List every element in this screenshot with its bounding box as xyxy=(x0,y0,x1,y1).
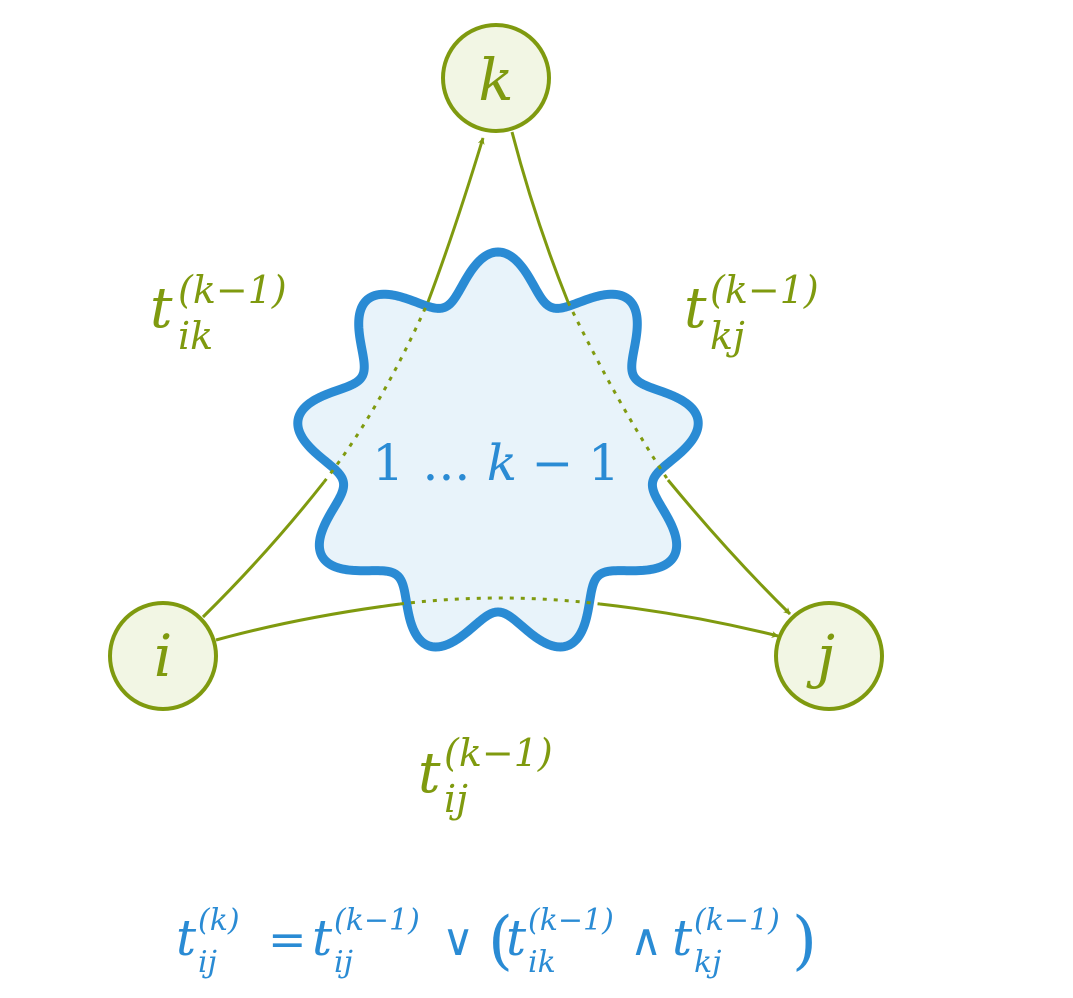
blob-label-one: 1 xyxy=(372,434,404,492)
node-i: i xyxy=(108,601,218,711)
formula-t1-sup: (k−1) xyxy=(334,903,420,938)
formula-lhs-sub: ij xyxy=(198,945,217,980)
edge-label-ik-base: t xyxy=(150,276,173,341)
formula-t2-sub: ik xyxy=(528,945,556,980)
node-j: j xyxy=(774,601,884,711)
formula-rparen: ) xyxy=(792,904,817,978)
blob-label-minus: − xyxy=(532,434,574,492)
edge-label-ik-sub: ik xyxy=(178,314,213,358)
formula-t1-base: t xyxy=(312,909,333,967)
edge-label-ij: t (k−1) ij xyxy=(418,731,553,821)
formula-lhs-base: t xyxy=(176,909,197,967)
recurrence-formula: t (k) ij = t (k−1) ij ∨ ( t (k−1) ik ∧ t… xyxy=(176,903,817,980)
blob-label-k: k xyxy=(487,434,517,492)
node-k-label: k xyxy=(478,46,513,114)
edge-i-to-j-right xyxy=(599,602,779,638)
edge-i-to-k-dotted xyxy=(322,301,430,483)
formula-t2-base: t xyxy=(506,909,527,967)
formula-equals: = xyxy=(268,912,307,966)
blob-label: 1 ... k − 1 xyxy=(372,434,620,492)
edge-label-ij-base: t xyxy=(418,741,441,806)
formula-or: ∨ xyxy=(442,915,474,966)
blob-label-dots: ... xyxy=(423,434,471,492)
edge-label-ij-sup: (k−1) xyxy=(444,731,553,775)
edge-label-kj-sub: kj xyxy=(710,314,745,358)
formula-t2-sup: (k−1) xyxy=(528,903,614,938)
edge-label-ik: t (k−1) ik xyxy=(150,268,287,358)
edge-label-kj-base: t xyxy=(684,276,707,341)
edge-label-ik-sup: (k−1) xyxy=(178,268,287,312)
edge-k-to-j-lower xyxy=(666,479,792,616)
node-k: k xyxy=(441,23,551,133)
edge-label-kj: t (k−1) kj xyxy=(684,268,819,358)
formula-t3-sub: kj xyxy=(694,945,721,980)
edge-k-to-j-upper xyxy=(510,131,570,303)
blob-label-one2: 1 xyxy=(588,434,620,492)
edge-i-to-k-lower xyxy=(201,481,326,619)
edge-i-to-j-left xyxy=(215,602,401,642)
formula-lparen: ( xyxy=(488,904,513,978)
formula-t3-sup: (k−1) xyxy=(694,903,780,938)
formula-t1-sub: ij xyxy=(334,945,353,980)
formula-lhs-sup: (k) xyxy=(198,903,240,938)
intermediate-vertices-region xyxy=(293,247,703,652)
edge-i-to-j-dotted xyxy=(399,596,601,606)
edge-label-kj-sup: (k−1) xyxy=(710,268,819,312)
edge-i-to-k-upper xyxy=(426,137,485,303)
formula-and: ∧ xyxy=(630,915,662,966)
edge-label-ij-sub: ij xyxy=(444,777,468,821)
node-i-label: i xyxy=(154,622,173,690)
formula-t3-base: t xyxy=(672,909,693,967)
